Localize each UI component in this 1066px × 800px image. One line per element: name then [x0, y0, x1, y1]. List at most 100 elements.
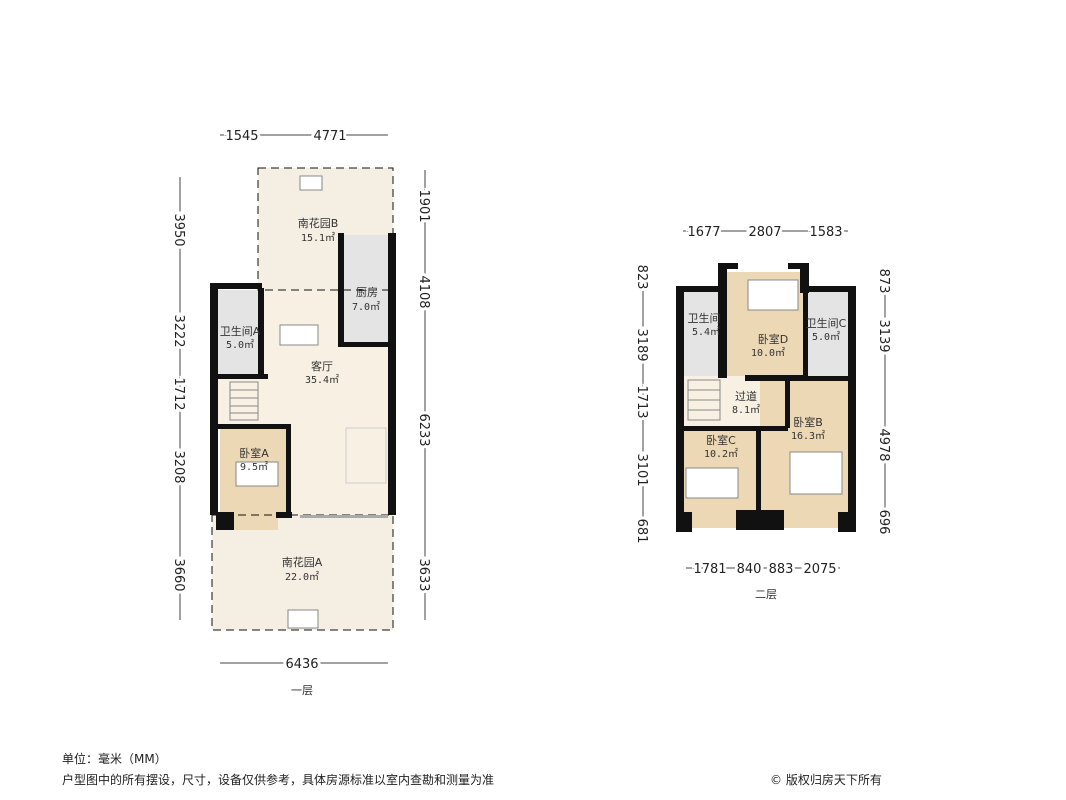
room-name: 客厅: [311, 359, 333, 373]
wall: [676, 512, 692, 532]
sofa-icon: [345, 427, 387, 484]
dimension-label: 1712: [171, 377, 186, 410]
door-icon: [287, 609, 319, 629]
wall: [788, 263, 808, 269]
wall: [808, 286, 856, 292]
room-name: 卧室D: [758, 332, 788, 346]
dimension-label: 4108: [416, 275, 431, 308]
room-name: 卫生间: [688, 311, 721, 325]
bathroom-a: [218, 290, 262, 375]
disclaimer: 户型图中的所有摆设，尺寸，设备仅供参考，具体房源标准以室内查勘和测量为准: [62, 773, 495, 787]
floor1-dimensions: 1545 4771 6436 3950 3222 1712 3208 3660 …: [168, 126, 434, 675]
garden-a-outline: [211, 514, 394, 631]
wall: [848, 286, 856, 518]
room-area: 22.0㎡: [285, 571, 319, 583]
room-name: 卧室A: [239, 446, 269, 460]
room-name: 卧室B: [793, 415, 823, 429]
room-area: 7.0㎡: [352, 301, 380, 313]
wall: [718, 263, 738, 269]
dimension-label: 3950: [171, 213, 186, 246]
floor1-label: 一层: [291, 684, 313, 697]
garden-b-outline: [257, 167, 394, 291]
glass-door: [300, 515, 388, 518]
wall: [800, 263, 809, 293]
stairs-icon: [229, 381, 259, 421]
dimension-label: 3633: [416, 558, 431, 591]
dimension-label: 883: [769, 562, 794, 577]
bedroom-a-bay: [232, 515, 278, 530]
dimension-label: 873: [876, 269, 891, 294]
bathroom-c: [805, 290, 848, 378]
wall: [338, 233, 344, 345]
room-name: 南花园B: [298, 217, 339, 230]
room-name: 厨房: [356, 286, 378, 299]
bed-icon: [789, 451, 843, 495]
unit-note: 单位：毫米（MM）: [62, 752, 167, 766]
room-area: 10.2㎡: [704, 448, 738, 460]
wall: [838, 512, 856, 532]
wall: [338, 342, 390, 347]
wall: [785, 376, 790, 428]
dimension-label: 1677: [687, 225, 720, 240]
room-area: 5.0㎡: [226, 339, 254, 351]
dimension-label: 823: [634, 265, 649, 290]
dimension-label: 1545: [225, 129, 258, 144]
stairs-icon: [687, 379, 721, 421]
wall: [210, 283, 218, 515]
dimension-label: 2807: [748, 225, 781, 240]
bed-icon: [685, 467, 739, 499]
dimension-label: 4978: [876, 428, 891, 461]
dimension-label: 3189: [634, 328, 649, 361]
dimension-label: 2075: [803, 562, 836, 577]
wall: [736, 510, 784, 530]
dimension-label: 1781: [693, 562, 726, 577]
dimension-label: 4771: [313, 129, 346, 144]
dimension-label: 681: [634, 519, 649, 544]
floor2-label: 二层: [755, 588, 777, 601]
floor1-plan: 南花园B 15.1㎡ 厨房 7.0㎡ 卫生间A 5.0㎡ 客厅 35.4㎡ 卧室…: [168, 126, 434, 697]
copyright: © 版权归房天下所有: [770, 773, 882, 787]
wall: [683, 426, 788, 431]
room-name: 过道: [735, 389, 757, 403]
wall: [676, 286, 720, 292]
dimension-label: 6436: [285, 657, 318, 672]
room-area: 8.1㎡: [732, 404, 760, 416]
room-name: 南花园A: [282, 556, 323, 569]
floor2-plan: 卫生间 5.4㎡ 卧室D 10.0㎡ 卫生间C 5.0㎡ 过道 8.1㎡ 卧室B…: [631, 222, 894, 601]
room-name: 卫生间A: [220, 324, 261, 338]
dimension-label: 6233: [416, 413, 431, 446]
wall: [218, 374, 268, 379]
wall: [216, 512, 234, 530]
wall: [388, 233, 396, 515]
wall: [218, 424, 290, 429]
room-area: 5.4㎡: [692, 326, 720, 338]
dimension-label: 3101: [634, 453, 649, 486]
wall: [760, 376, 850, 381]
bed-icon: [747, 279, 799, 311]
wall: [210, 283, 262, 289]
wall: [803, 290, 808, 380]
dining-table-icon: [279, 324, 319, 346]
wall: [258, 288, 264, 376]
dimension-label: 1583: [809, 225, 842, 240]
room-area: 16.3㎡: [791, 430, 825, 442]
room-name: 卧室C: [706, 433, 736, 447]
room-area: 9.5㎡: [240, 461, 268, 473]
wall: [676, 286, 684, 518]
dimension-label: 840: [737, 562, 762, 577]
dimension-label: 3139: [876, 319, 891, 352]
wall: [276, 512, 292, 518]
wall: [286, 424, 291, 516]
door-icon: [299, 175, 323, 191]
floor2-dimensions: 1677 2807 1583 1781 840 883 2075 823 318…: [631, 222, 894, 580]
room-area: 5.0㎡: [812, 331, 840, 343]
dimension-label: 1901: [416, 189, 431, 222]
dimension-label: 3222: [171, 314, 186, 347]
room-area: 35.4㎡: [305, 374, 339, 386]
room-name: 卫生间C: [806, 316, 847, 330]
bed-icon: [235, 461, 279, 487]
dimension-label: 3208: [171, 450, 186, 483]
dimension-label: 3660: [171, 558, 186, 591]
room-area: 10.0㎡: [751, 347, 785, 359]
